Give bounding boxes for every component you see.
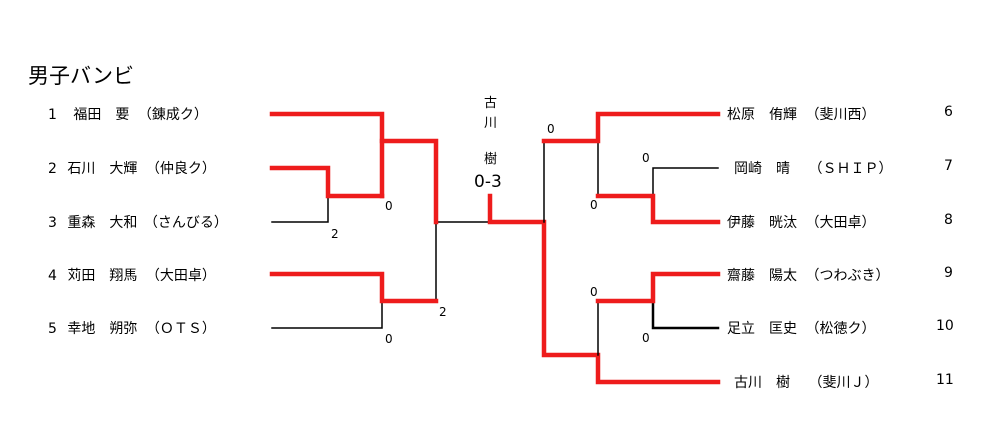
lose-lines-right-thick bbox=[651, 299, 720, 330]
seed-number-6: 6 bbox=[944, 104, 953, 120]
player-name: 幸地 朔弥 bbox=[67, 321, 138, 337]
club-name: （松徳ク） bbox=[805, 321, 876, 337]
win-lines-right bbox=[541, 111, 721, 304]
score-right-9-10: 0 bbox=[590, 285, 598, 299]
bracket-line bbox=[651, 299, 720, 330]
final-winner-char-2: 川 bbox=[484, 116, 498, 131]
win-lines-left bbox=[269, 111, 721, 385]
score-right-7: 0 bbox=[642, 151, 650, 165]
right-player-7: 岡崎 晴 （ＳＨＩＰ） bbox=[734, 158, 892, 178]
bracket-title: 男子バンビ bbox=[28, 64, 135, 88]
left-player-1: 1 福田 要 （錬成ク） bbox=[48, 104, 208, 124]
seed-number-10: 10 bbox=[936, 318, 954, 334]
bracket-line bbox=[269, 271, 439, 304]
player-name: 松原 侑輝 bbox=[727, 107, 797, 123]
seed-number: 2 bbox=[48, 161, 57, 177]
right-player-6: 松原 侑輝 （斐川西） bbox=[727, 104, 875, 124]
score-right-8: 0 bbox=[590, 198, 598, 212]
club-name: （斐川西） bbox=[805, 107, 876, 123]
player-name: 岡崎 晴 bbox=[734, 161, 790, 177]
bracket-line bbox=[269, 165, 385, 199]
seed-number: 5 bbox=[48, 321, 57, 337]
player-name: 石川 大輝 bbox=[67, 161, 138, 177]
player-name: 重森 大和 bbox=[67, 215, 138, 231]
bracket-line bbox=[271, 195, 329, 223]
seed-number: 1 bbox=[48, 107, 57, 123]
score-right-6-8: 0 bbox=[547, 122, 555, 136]
bracket-line bbox=[595, 271, 721, 304]
club-name: （ＯＴＳ） bbox=[145, 321, 216, 337]
final-score: 0-3 bbox=[474, 172, 502, 192]
player-name: 齋藤 陽太 bbox=[727, 268, 797, 284]
club-name: （錬成ク） bbox=[137, 107, 208, 123]
player-name: 福田 要 bbox=[73, 107, 130, 123]
seed-number: 4 bbox=[48, 268, 57, 284]
final-winner-char-1: 古 bbox=[484, 96, 498, 111]
bracket-line bbox=[541, 111, 721, 144]
club-name: （斐川Ｊ） bbox=[808, 375, 879, 391]
seed-number-11: 11 bbox=[936, 372, 954, 388]
bracket-line bbox=[487, 193, 721, 385]
left-player-4: 4 苅田 翔馬 （大田卓） bbox=[48, 265, 216, 285]
bracket-line bbox=[652, 167, 719, 197]
bracket-line bbox=[595, 193, 721, 225]
bracket-line bbox=[271, 300, 383, 329]
score-match-4-5: 0 bbox=[385, 332, 393, 346]
left-player-5: 5 幸地 朔弥 （ＯＴＳ） bbox=[48, 318, 216, 338]
player-name: 足立 匡史 bbox=[727, 321, 797, 337]
score-right-10: 0 bbox=[642, 331, 650, 345]
club-name: （ＳＨＩＰ） bbox=[808, 161, 893, 177]
seed-number-7: 7 bbox=[944, 158, 953, 174]
seed-number-9: 9 bbox=[944, 265, 953, 281]
left-player-3: 3 重森 大和 （さんびる） bbox=[48, 212, 228, 232]
player-name: 古川 樹 bbox=[734, 375, 790, 391]
player-name: 伊藤 晄汰 bbox=[727, 215, 797, 231]
lose-lines-left bbox=[271, 195, 491, 329]
left-player-2: 2 石川 大輝 （仲良ク） bbox=[48, 158, 216, 178]
bracket-line bbox=[435, 221, 491, 301]
score-semifinal-left-top: 0 bbox=[385, 199, 393, 213]
lose-lines-right bbox=[543, 140, 719, 356]
right-player-8: 伊藤 晄汰 （大田卓） bbox=[727, 212, 875, 232]
club-name: （さんびる） bbox=[143, 215, 228, 231]
seed-number-8: 8 bbox=[944, 212, 953, 228]
right-player-9: 齋藤 陽太 （つわぶき） bbox=[727, 265, 889, 285]
right-player-11: 古川 樹 （斐川Ｊ） bbox=[734, 372, 878, 392]
club-name: （大田卓） bbox=[805, 215, 876, 231]
final-winner-char-3: 樹 bbox=[484, 152, 498, 167]
player-name: 苅田 翔馬 bbox=[67, 268, 138, 284]
club-name: （大田卓） bbox=[145, 268, 216, 284]
score-match-2-3: 2 bbox=[331, 227, 339, 241]
score-semifinal-left-bottom: 2 bbox=[439, 305, 447, 319]
club-name: （仲良ク） bbox=[145, 161, 216, 177]
club-name: （つわぶき） bbox=[805, 268, 890, 284]
right-player-10: 足立 匡史 （松徳ク） bbox=[727, 318, 875, 338]
seed-number: 3 bbox=[48, 215, 57, 231]
